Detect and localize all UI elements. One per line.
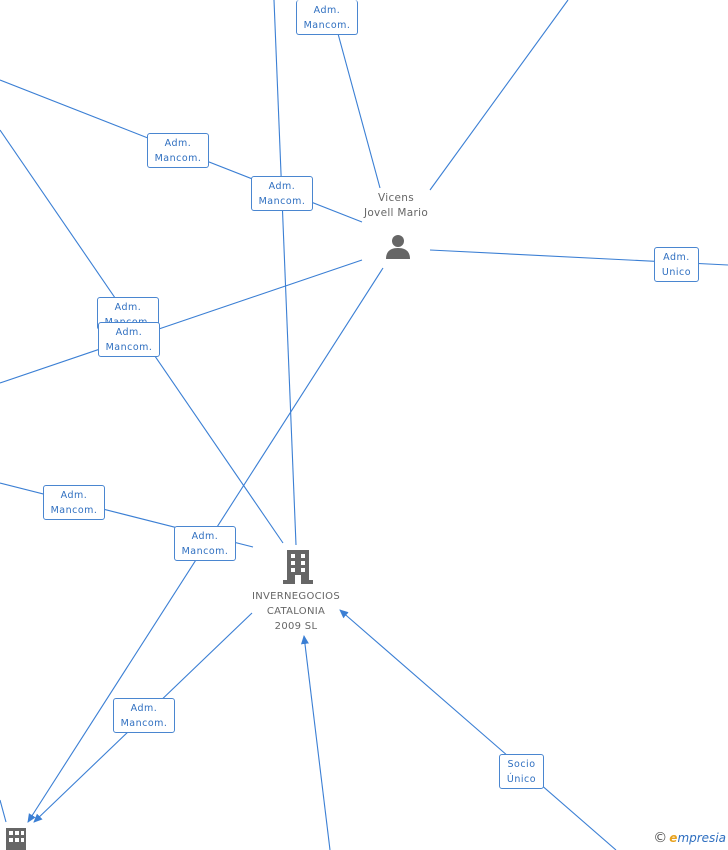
relation-label-line1: Socio <box>507 759 536 770</box>
edge <box>300 635 331 850</box>
relation-label[interactable]: Adm. Mancom. <box>251 176 313 211</box>
edge <box>0 799 7 823</box>
company-name[interactable]: INVERNEGOCIOS CATALONIA 2009 SL <box>236 589 356 634</box>
relation-label[interactable]: Adm. Mancom. <box>43 485 105 520</box>
relation-label-line1: Adm. <box>191 531 219 542</box>
relation-label-line2: Mancom. <box>120 718 168 729</box>
person-name-line1: Vicens <box>377 192 415 204</box>
relation-label-line1: Adm. <box>313 5 341 16</box>
relation-label-line2: Mancom. <box>258 196 306 207</box>
edge <box>336 29 381 189</box>
edge <box>273 0 297 546</box>
relation-label[interactable]: Adm. Mancom. <box>113 698 175 733</box>
empresia-watermark: ©empresia <box>653 830 726 846</box>
relation-label-line2: Mancom. <box>181 546 229 557</box>
brand-rest: mpresia <box>677 831 726 845</box>
relation-label-line2: Mancom. <box>105 342 153 353</box>
edge <box>0 259 363 384</box>
relation-label-line1: Adm. <box>268 181 296 192</box>
copyright-symbol: © <box>653 830 668 846</box>
relation-label[interactable]: Adm. Mancom. <box>296 0 358 35</box>
relation-label-line1: Adm. <box>114 302 142 313</box>
relation-label-line2: Mancom. <box>154 153 202 164</box>
relation-label-line2: Mancom. <box>303 20 351 31</box>
relation-label-line2: Unico <box>661 267 692 278</box>
building-icon[interactable] <box>283 550 313 584</box>
company-name-line2: CATALONIA <box>266 606 326 617</box>
relation-label[interactable]: Adm. Unico <box>654 247 699 282</box>
relation-label[interactable]: Socio Único <box>499 754 544 789</box>
brand-e: e <box>669 831 678 845</box>
building-icon[interactable] <box>4 828 28 850</box>
relation-label-line1: Adm. <box>130 703 158 714</box>
relation-label-line1: Adm. <box>115 327 143 338</box>
person-name-line2: Jovell Mario <box>363 207 429 219</box>
relation-label-line1: Adm. <box>60 490 88 501</box>
person-name[interactable]: Vicens Jovell Mario <box>346 191 446 221</box>
relation-label-line2: Mancom. <box>50 505 98 516</box>
relation-label-line1: Adm. <box>164 138 192 149</box>
company-name-line3: 2009 SL <box>274 621 318 632</box>
relation-label[interactable]: Adm. Mancom. <box>98 322 160 357</box>
company-name-line1: INVERNEGOCIOS <box>251 591 340 602</box>
relation-label[interactable]: Adm. Mancom. <box>147 133 209 168</box>
edge <box>339 609 617 850</box>
edge <box>429 0 569 191</box>
relation-label-line1: Adm. <box>663 252 690 263</box>
person-icon[interactable] <box>384 232 412 260</box>
relation-label[interactable]: Adm. Mancom. <box>174 526 236 561</box>
relation-label-line2: Único <box>506 774 537 785</box>
